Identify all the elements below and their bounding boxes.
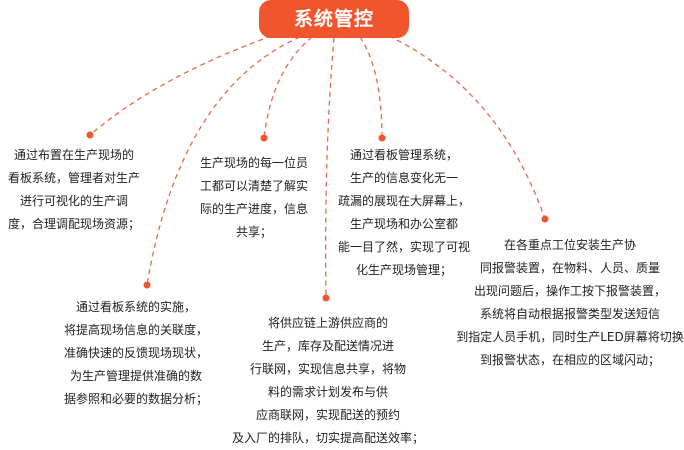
connector-n6 [388, 35, 546, 220]
node-line: 生产现场的每一位员 [199, 156, 308, 170]
node-line: 同报警装置，在物料、人员、质量 [479, 261, 660, 275]
node-line: 化生产现场管理； [355, 263, 452, 277]
node-feedback-analysis: 通过看板系统的实施， 将提高现场信息的关联度， 准确快速的反馈现场现状， 为生产… [58, 296, 214, 411]
node-line: 料的需求计划发布与供 [267, 385, 388, 399]
node-alarm-system: 在各重点工位安装生产协 同报警装置，在物料、人员、质量 出现问题后，操作工按下报… [456, 234, 684, 372]
root-label: 系统管控 [293, 8, 374, 30]
node-line: 到报警状态，在相应的区域闪动； [479, 353, 660, 367]
node-line: 通过布置在生产现场的 [13, 148, 134, 162]
node-line: 出现问题后，操作工按下报警装置， [473, 284, 666, 298]
node-line: 准确快速的反馈现场现状， [63, 346, 208, 360]
connector-dot-n1 [86, 131, 94, 139]
connector-layer [86, 32, 549, 302]
connector-dot-n3 [378, 134, 386, 142]
node-line: 进行可视化的生产调 [19, 194, 128, 208]
node-line: 将供应链上游供应商的 [267, 316, 388, 330]
node-line: 生产，库存及配送情况进 [261, 339, 394, 353]
node-line: 能一目了然，实现了可视 [337, 240, 470, 254]
node-line: 通过看板系统的实施， [75, 300, 196, 314]
node-line: 在各重点工位安装生产协 [503, 238, 636, 252]
node-line: 到指定人员手机，同时生产LED屏幕将切换 [456, 330, 684, 344]
connector-n2 [263, 36, 313, 139]
node-line: 为生产管理提供准确的数 [69, 369, 202, 383]
node-visual-scheduling: 通过布置在生产现场的 看板系统，管理者对生产 进行可视化的生产调 度，合理调配现… [0, 144, 148, 236]
connector-dot-n2 [260, 134, 268, 142]
node-line: 生产的信息变化无一 [349, 171, 458, 185]
node-line: 生产现场和办公室都 [349, 217, 458, 231]
node-line: 疏漏的展现在大屏幕上， [337, 194, 470, 208]
connector-n3 [359, 36, 383, 139]
node-supply-chain: 将供应链上游供应商的 生产，库存及配送情况进 行联网，实现信息共享，将物 料的需… [230, 312, 426, 450]
node-line: 共享； [235, 225, 272, 239]
root-node: 系统管控 [259, 0, 409, 38]
connector-dot-n6 [541, 215, 549, 223]
node-kanban-display: 通过看板管理系统， 生产的信息变化无一 疏漏的展现在大屏幕上， 生产现场和办公室… [334, 144, 474, 282]
node-line: 行联网，实现信息共享，将物 [249, 362, 406, 376]
node-info-sharing: 生产现场的每一位员 工都可以清楚了解实 际的生产进度，信息 共享； [190, 152, 318, 244]
connector-n5 [325, 37, 335, 299]
node-line: 工都可以清楚了解实 [199, 179, 308, 193]
connector-n1 [89, 32, 281, 136]
connector-n4 [146, 36, 301, 286]
node-line: 度，合理调配现场资源； [7, 217, 140, 231]
node-line: 应商联网，实现配送的预约 [255, 408, 400, 422]
node-line: 通过看板管理系统， [349, 148, 458, 162]
node-line: 看板系统，管理者对生产 [7, 171, 140, 185]
connector-dot-n5 [322, 294, 330, 302]
node-line: 系统将自动根据报警类型发送短信 [479, 307, 660, 321]
connector-dot-n4 [143, 281, 151, 289]
node-line: 将提高现场信息的关联度， [63, 323, 208, 337]
node-line: 据参照和必要的数据分析； [63, 392, 208, 406]
node-line: 际的生产进度，信息 [199, 202, 308, 216]
